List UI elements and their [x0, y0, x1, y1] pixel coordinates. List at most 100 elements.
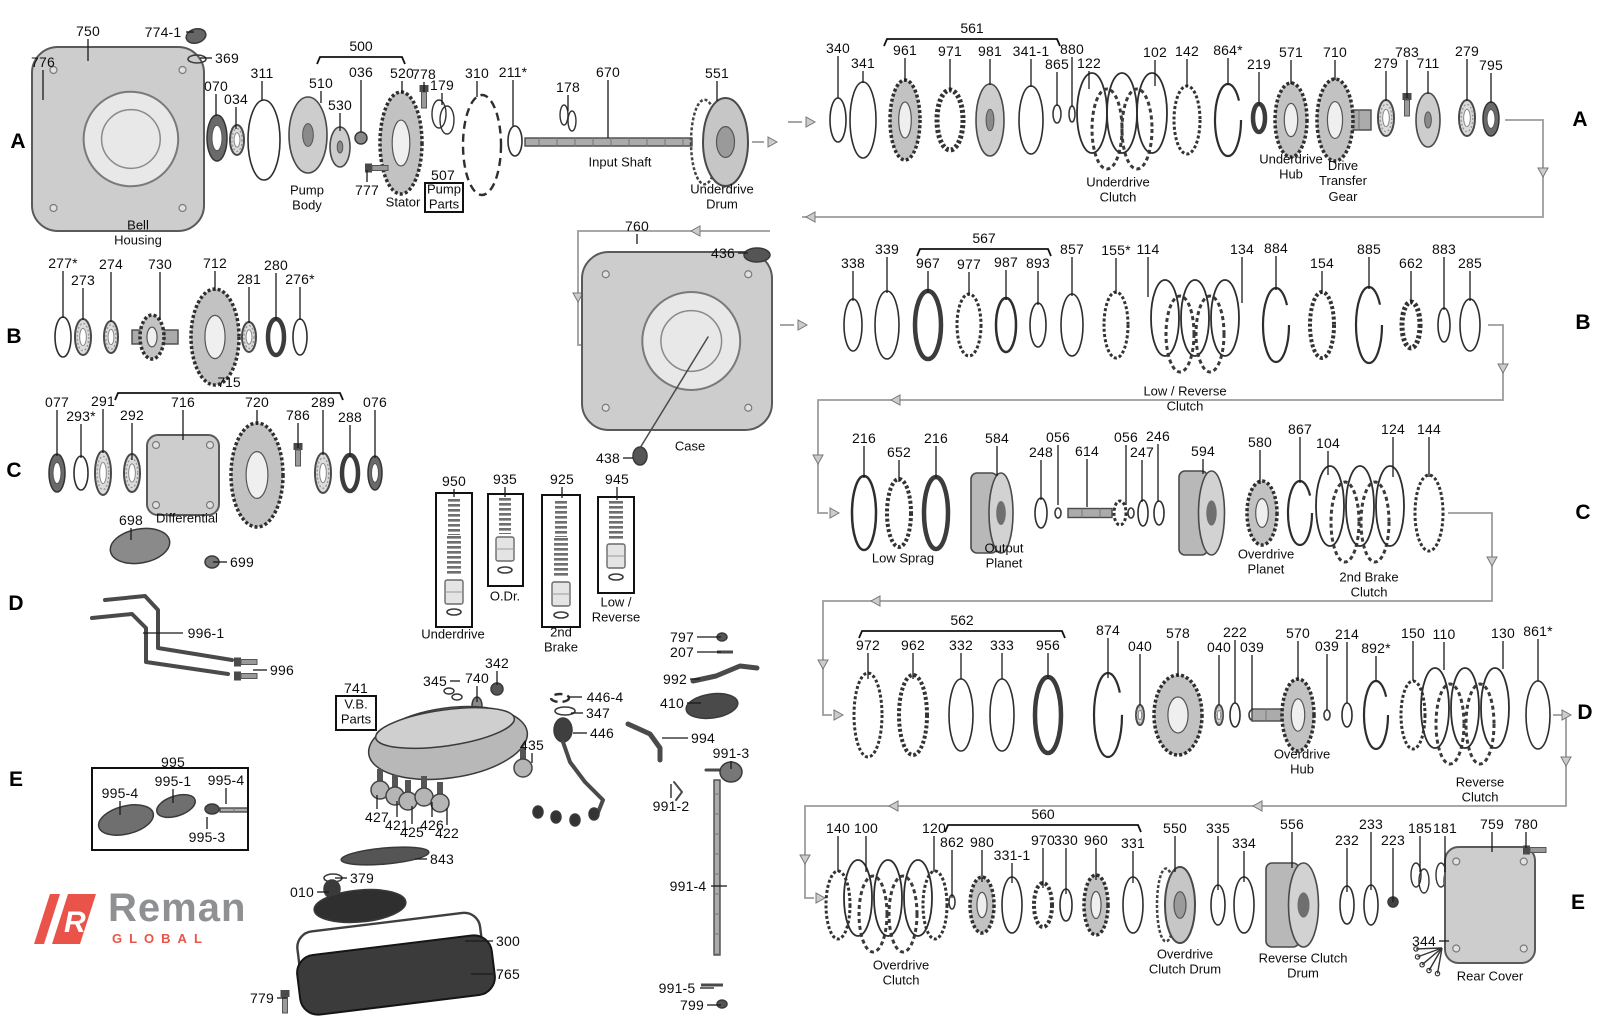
part-callout-520: 520: [390, 65, 414, 81]
flow-arrow-icon: [812, 454, 824, 466]
part-bolt-hole: [1519, 857, 1528, 866]
part-callout-760: 760: [625, 218, 649, 234]
part-callout-310: 310: [465, 65, 489, 81]
part-callout-102: 102: [1143, 44, 1167, 60]
part-disc-hub: [985, 108, 995, 132]
part-callout-960: 960: [1084, 832, 1108, 848]
part-bolt-hole: [49, 65, 58, 75]
group-bracket: [858, 630, 1066, 639]
part-solenoid-stem: [405, 780, 411, 793]
part-callout-120: 120: [922, 820, 946, 836]
part-callout-991-4: 991-4: [669, 878, 707, 894]
part-callout-219: 219: [1247, 56, 1271, 72]
part-splined-ring: [955, 292, 983, 358]
part-oring: [446, 608, 462, 616]
part-callout-379: 379: [350, 870, 374, 886]
part-callout-207: 207: [670, 644, 694, 660]
part-ring: [948, 678, 974, 752]
part-callout-340: 340: [826, 40, 850, 56]
part-disc-hub: [302, 123, 314, 147]
part-callout-712: 712: [203, 255, 227, 271]
part-callout-778: 778: [412, 66, 436, 82]
part-ring: [843, 298, 863, 352]
part-ring: [54, 316, 72, 358]
part-splined-ring: [1399, 299, 1423, 351]
part-callout-977: 977: [957, 256, 981, 272]
part-disc-hub: [336, 140, 344, 154]
part-splined-ring: [897, 673, 929, 757]
part-callout-980: 980: [970, 834, 994, 850]
part-bolt-hole: [49, 203, 58, 213]
part-ring-pair: [1410, 862, 1422, 888]
part-ring-pair: [431, 99, 447, 129]
part-callout-730: 730: [148, 256, 172, 272]
part-friction-plate: [1359, 480, 1391, 564]
part-callout-740: 740: [465, 670, 489, 686]
row-letter-A: A: [1572, 108, 1588, 131]
part-callout-971: 971: [938, 43, 962, 59]
part-callout-436: 436: [711, 245, 735, 261]
part-gear-bore: [204, 314, 226, 360]
part-bearing-rollers: [243, 324, 255, 350]
part-ring: [874, 290, 900, 360]
flow-arrow-icon: [767, 136, 779, 148]
part-friction-plate: [1120, 87, 1154, 171]
logo-block-shape: [52, 894, 96, 944]
part-seal-bore: [371, 463, 379, 483]
part-splined-ring: [934, 87, 966, 153]
part-splined-ring: [1308, 290, 1336, 360]
part-component: [109, 527, 171, 565]
part-callout-741: 741: [344, 680, 368, 696]
part-ring: [507, 125, 523, 157]
part-thick-ring: [1250, 101, 1268, 135]
part-callout-438: 438: [596, 450, 620, 466]
assembly-label: Low Sprag: [871, 550, 935, 566]
part-callout-144: 144: [1417, 421, 1441, 437]
part-steel-plate: [1180, 279, 1210, 357]
part-callout-333: 333: [990, 637, 1014, 653]
part-bolt-hole: [1452, 944, 1461, 953]
part-callout-274: 274: [99, 256, 123, 272]
part-callout-992: 992: [663, 671, 687, 687]
part-callout-991-5: 991-5: [658, 980, 696, 996]
part-wire-terminal: [1414, 954, 1421, 960]
part-steel-plate: [1210, 279, 1240, 357]
part-callout-279: 279: [1374, 55, 1398, 71]
assembly-label: Underdrive Clutch: [1086, 174, 1150, 205]
assembly-label: Pump Body: [290, 182, 324, 213]
part-friction-plate: [1434, 682, 1466, 766]
part-splined-ring: [1032, 881, 1054, 929]
part-callout-339: 339: [875, 241, 899, 257]
part-callout-292: 292: [120, 407, 144, 423]
assembly-label: Overdrive Clutch Drum: [1148, 946, 1222, 977]
part-callout-884: 884: [1264, 240, 1288, 256]
part-wire: [1417, 947, 1443, 958]
part-tube: [103, 594, 234, 662]
part-callout-614: 614: [1075, 443, 1099, 459]
part-callout-571: 571: [1279, 44, 1303, 60]
part-tube: [673, 781, 683, 801]
part-callout-797: 797: [670, 629, 694, 645]
flow-arrow-icon: [829, 507, 841, 519]
group-bracket-label-715: 715: [217, 374, 241, 390]
part-bolt: [280, 990, 290, 1014]
part-ring: [1137, 499, 1149, 527]
part-steel-plate: [843, 859, 873, 937]
part-callout-331-1: 331-1: [993, 847, 1031, 863]
part-gear-bore: [1326, 100, 1344, 140]
group-bracket: [883, 38, 1061, 47]
part-callout-181: 181: [1433, 820, 1457, 836]
part-callout-799: 799: [680, 997, 704, 1013]
logo-mark-icon: R: [34, 894, 96, 944]
part-callout-341: 341: [851, 55, 875, 71]
part-callout-293*: 293*: [66, 408, 96, 424]
part-oring: [497, 566, 513, 574]
group-box: [335, 695, 377, 731]
part-bolt-hole: [1452, 857, 1461, 866]
part-thick-ring: [265, 316, 287, 358]
part-wire: [1415, 947, 1443, 950]
assembly-label: Rear Cover: [1456, 968, 1524, 984]
part-pin: [717, 650, 733, 654]
row-letter-A: A: [10, 130, 26, 153]
part-snap-ring: [1213, 82, 1243, 158]
